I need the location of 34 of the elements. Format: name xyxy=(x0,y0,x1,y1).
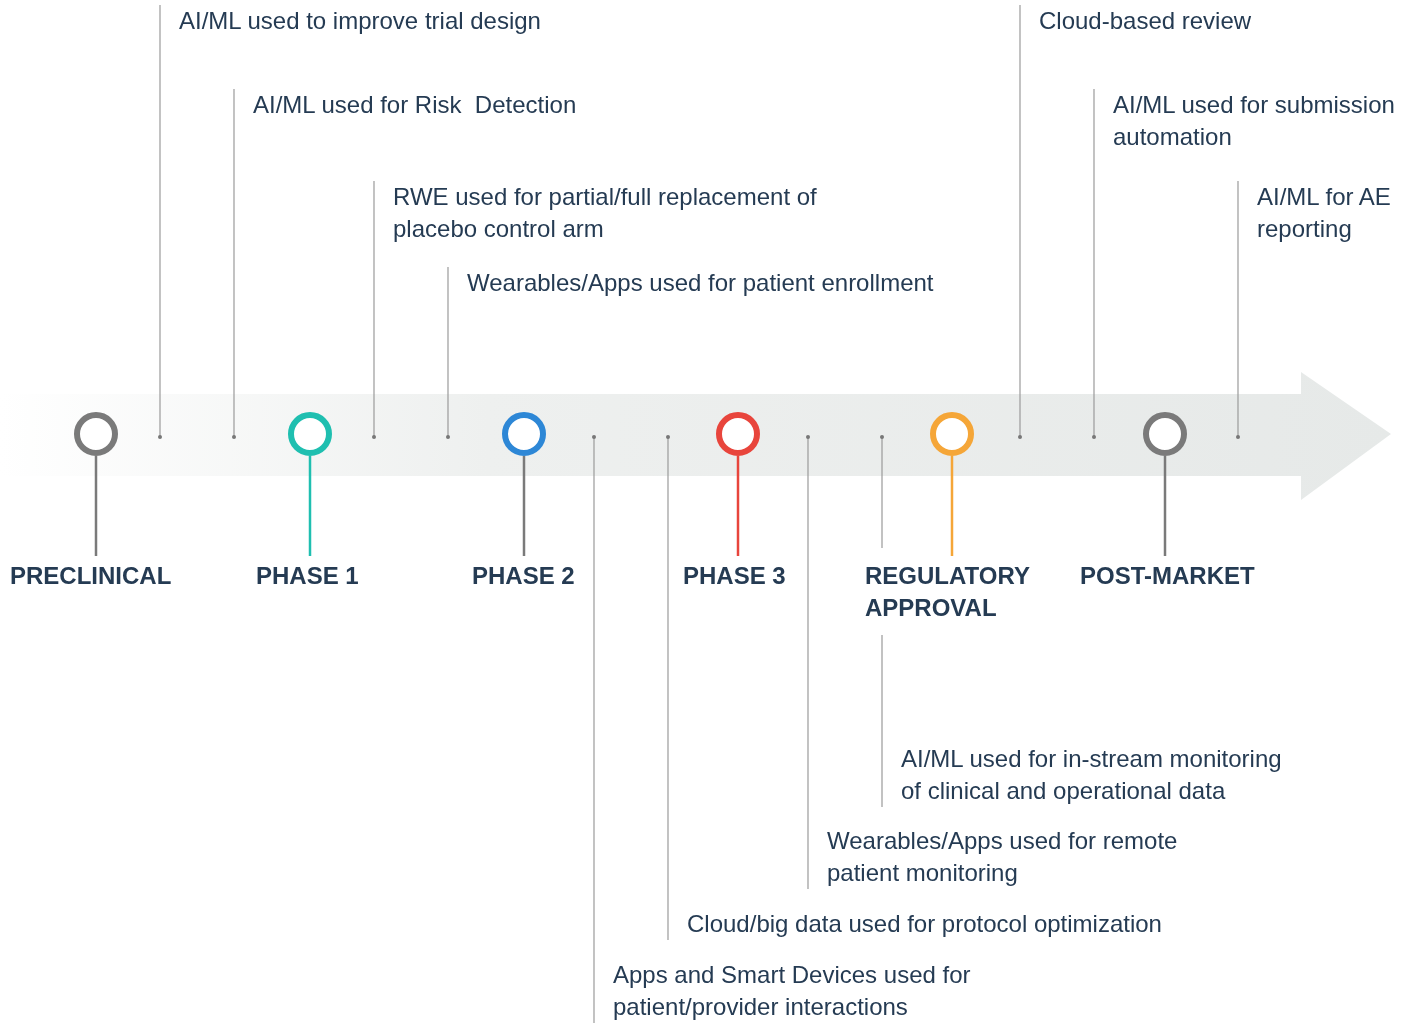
phase-label: POST-MARKET xyxy=(1080,560,1255,592)
annotation-text: AI/ML used for Risk Detection xyxy=(234,89,654,121)
phase-label: PHASE 2 xyxy=(472,560,575,592)
phase-label: PHASE 3 xyxy=(683,560,786,592)
annotation-text: Wearables/Apps used for remote patient monitoring xyxy=(808,825,1248,889)
leader-line xyxy=(372,180,376,439)
leader-line xyxy=(232,88,236,439)
annotation-text: AI/ML used for in-stream monitoring of clinical and operational data xyxy=(882,743,1296,807)
annotation-text: Cloud-based review xyxy=(1020,5,1300,37)
leader-line xyxy=(666,435,670,941)
leader-line xyxy=(1018,4,1022,439)
phase-label: REGULATORY APPROVAL xyxy=(865,560,1055,624)
leader-line xyxy=(158,4,162,439)
leader-line xyxy=(880,435,884,808)
annotation-text: Cloud/big data used for protocol optimization xyxy=(668,908,1248,940)
connector-line xyxy=(94,456,98,556)
annotation-text: RWE used for partial/full replacement of placebo control arm xyxy=(374,181,874,245)
connector-line xyxy=(308,456,312,556)
phase-label: PRECLINICAL xyxy=(10,560,172,592)
annotation-text: Wearables/Apps used for patient enrollment xyxy=(448,267,1008,299)
annotation-text: AI/ML used to improve trial design xyxy=(160,5,600,37)
leader-line xyxy=(806,435,810,890)
leader-line xyxy=(1092,88,1096,439)
phase-label: PHASE 1 xyxy=(256,560,359,592)
annotation-text: Apps and Smart Devices used for patient/provider interactions xyxy=(594,959,1034,1023)
connector-line xyxy=(1163,456,1167,556)
connector-line xyxy=(950,456,954,556)
leader-line xyxy=(592,435,596,1023)
connector-line xyxy=(522,456,526,556)
leader-line xyxy=(446,266,450,439)
annotation-text: AI/ML used for submission automation xyxy=(1094,89,1414,153)
leader-line xyxy=(1236,180,1240,439)
annotation-text: AI/ML for AE reporting xyxy=(1238,181,1418,245)
connector-line xyxy=(736,456,740,556)
